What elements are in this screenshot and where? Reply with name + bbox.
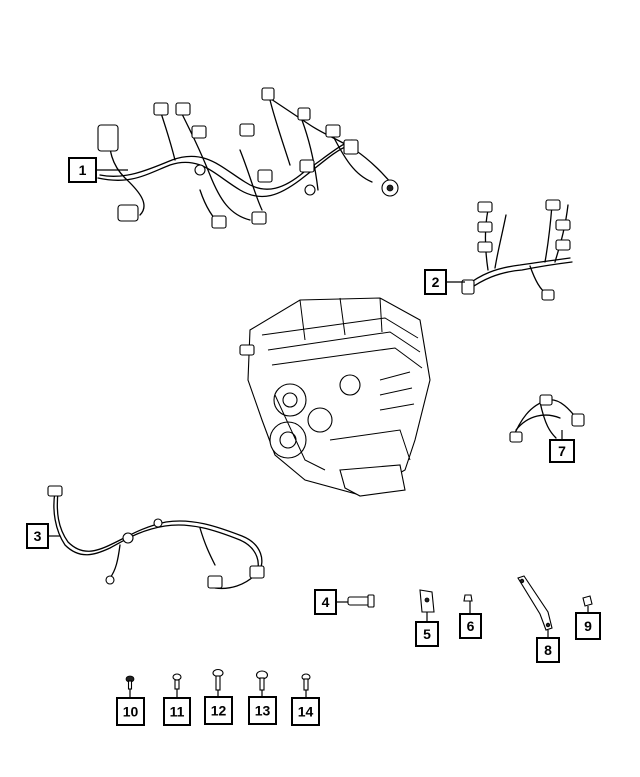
callout-11: 11 xyxy=(163,697,191,726)
callout-10: 10 xyxy=(116,697,145,726)
callout-6: 6 xyxy=(459,613,482,639)
bolt-illustration-12 xyxy=(212,668,224,691)
bolt-illustration-13 xyxy=(255,670,269,691)
callout-12-label: 12 xyxy=(211,703,227,719)
nut-illustration-6 xyxy=(463,594,473,602)
leader-lines xyxy=(48,169,589,698)
callout-5-label: 5 xyxy=(423,626,431,642)
sensor-jumper-harness-illustration xyxy=(509,394,585,443)
callout-3-label: 3 xyxy=(34,528,42,544)
screw-illustration-10 xyxy=(125,675,135,690)
callout-14-label: 14 xyxy=(298,704,314,720)
callout-13: 13 xyxy=(248,696,277,725)
callout-10-label: 10 xyxy=(123,704,139,720)
bracket-illustration-5 xyxy=(419,589,435,613)
lower-wiring-harness-illustration xyxy=(47,485,265,590)
callout-1-label: 1 xyxy=(79,162,87,178)
callout-11-label: 11 xyxy=(170,704,185,720)
callout-9-label: 9 xyxy=(584,618,592,634)
callout-8: 8 xyxy=(536,637,560,663)
callout-4: 4 xyxy=(314,589,337,615)
callout-5: 5 xyxy=(415,621,439,647)
screw-illustration-11 xyxy=(172,673,182,690)
callout-12: 12 xyxy=(204,696,233,725)
callout-4-label: 4 xyxy=(322,594,330,610)
callout-6-label: 6 xyxy=(467,618,475,634)
callout-1: 1 xyxy=(68,157,97,183)
engine-wiring-harness-illustration xyxy=(97,87,399,229)
callout-2: 2 xyxy=(424,269,447,295)
callout-7-label: 7 xyxy=(558,443,566,459)
bolt-illustration-14 xyxy=(301,673,311,691)
callout-13-label: 13 xyxy=(255,703,271,719)
nut-illustration-9 xyxy=(582,595,593,607)
callout-14: 14 xyxy=(291,697,320,726)
injector-harness-illustration xyxy=(461,199,573,301)
bolt-illustration-4 xyxy=(347,594,375,608)
callout-8-label: 8 xyxy=(544,642,552,658)
callout-2-label: 2 xyxy=(432,274,440,290)
callout-7: 7 xyxy=(549,439,575,463)
callout-9: 9 xyxy=(575,612,601,640)
support-bracket-illustration-8 xyxy=(517,575,553,631)
engine-illustration xyxy=(239,297,431,497)
callout-3: 3 xyxy=(26,523,49,549)
